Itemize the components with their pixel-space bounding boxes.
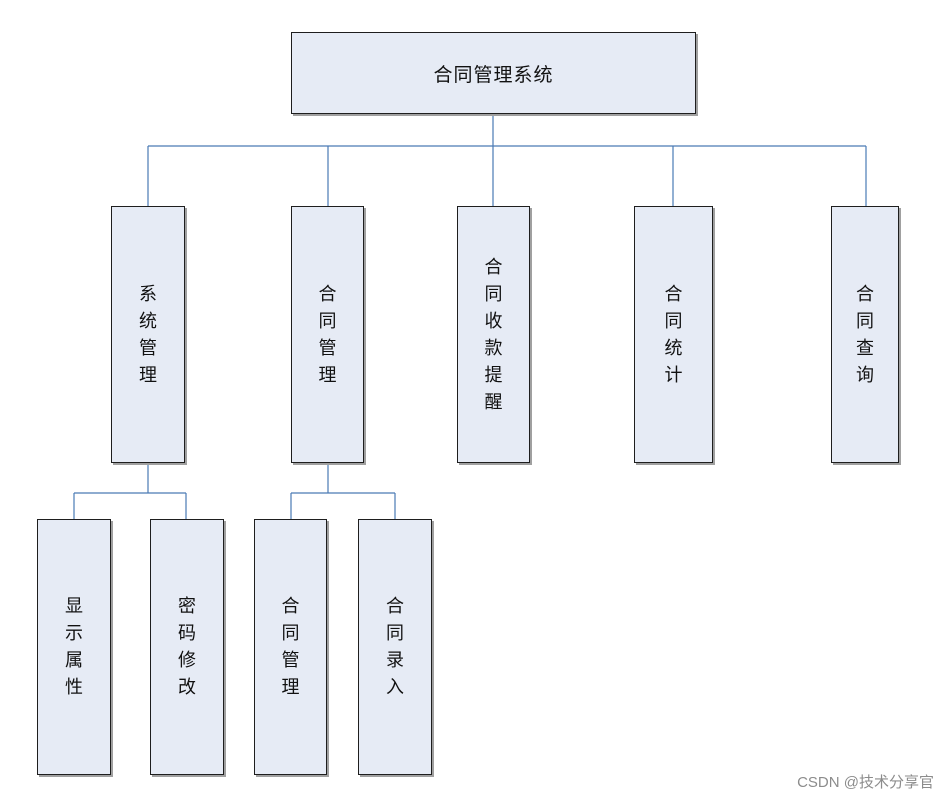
root-node-contract-system: 合同管理系统: [291, 32, 696, 114]
submodule-node-label: 合同录入: [386, 596, 404, 698]
module-node-label: 合同管理: [318, 283, 337, 386]
module-node-system-management: 系统管理: [111, 206, 185, 463]
module-node-payment-reminder: 合同收款提醒: [457, 206, 530, 463]
module-node-label: 合同查询: [856, 283, 874, 386]
submodule-node-label: 显示属性: [65, 596, 83, 698]
module-node-label: 合同收款提醒: [484, 256, 503, 413]
submodule-node-password-change: 密码修改: [150, 519, 224, 775]
module-node-contract-query: 合同查询: [831, 206, 899, 463]
submodule-node-label: 密码修改: [178, 596, 196, 698]
submodule-node-label: 合同管理: [281, 596, 300, 698]
module-node-contract-statistics: 合同统计: [634, 206, 713, 463]
submodule-node-contract-entry: 合同录入: [358, 519, 432, 775]
module-node-label: 系统管理: [139, 283, 157, 386]
submodule-node-display-properties: 显示属性: [37, 519, 111, 775]
module-node-label: 合同统计: [664, 283, 683, 386]
root-node-label: 合同管理系统: [433, 63, 554, 86]
watermark-text: CSDN @技术分享官: [797, 774, 934, 791]
submodule-node-contract-management: 合同管理: [254, 519, 327, 775]
module-node-contract-management: 合同管理: [291, 206, 364, 463]
